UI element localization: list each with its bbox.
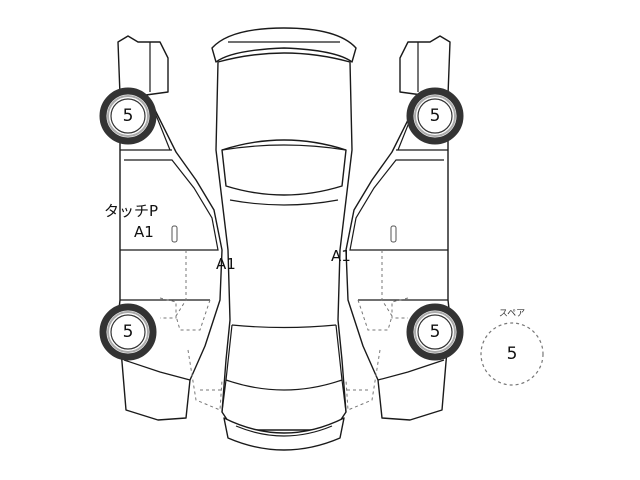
tire-rear-right: 5 (406, 303, 464, 361)
note-right-pillar: A1 (331, 247, 351, 265)
note-left-door-grade: A1 (134, 223, 154, 241)
tire-front-left-value: 5 (123, 106, 134, 126)
tire-front-left: 5 (99, 87, 157, 145)
tire-rear-left-value: 5 (123, 322, 134, 342)
spare-label: スペア (499, 309, 525, 319)
tire-rear-right-value: 5 (430, 322, 441, 342)
top-view (211, 27, 357, 451)
note-left-pillar: A1 (216, 255, 236, 273)
spare-tire: スペア 5 (480, 309, 544, 386)
note-left-door-type: タッチP (104, 202, 158, 220)
spare-value: 5 (507, 344, 518, 364)
tire-rear-left: 5 (99, 303, 157, 361)
tire-front-right: 5 (406, 87, 464, 145)
tire-front-right-value: 5 (430, 106, 441, 126)
